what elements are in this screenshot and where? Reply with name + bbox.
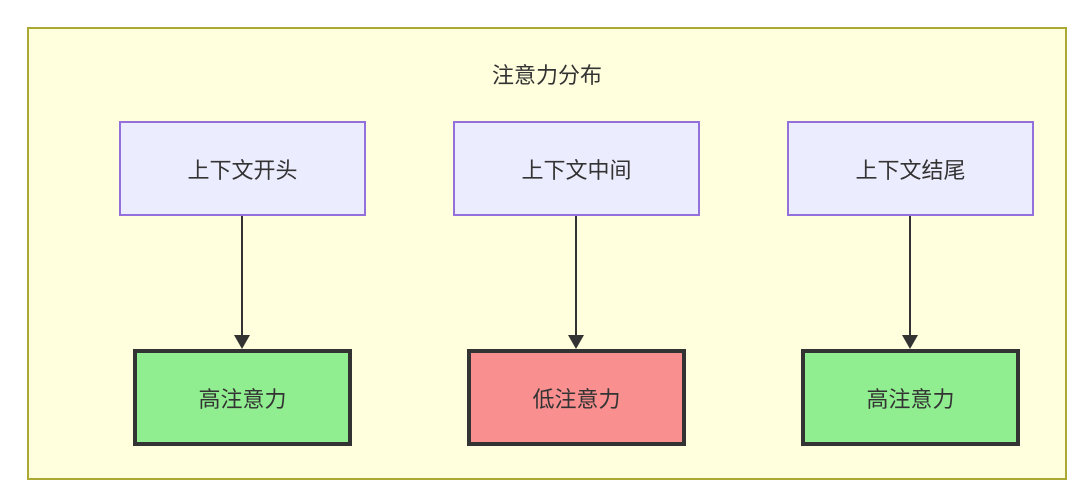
node-label: 上下文结尾 — [855, 157, 966, 183]
arrow-line — [241, 216, 243, 336]
node-label: 高注意力 — [198, 386, 287, 412]
arrow-head-icon — [568, 335, 584, 349]
node-label: 高注意力 — [866, 386, 955, 412]
diagram-title: 注意力分布 — [491, 63, 602, 88]
node-label: 低注意力 — [532, 386, 621, 412]
node-label: 上下文开头 — [187, 157, 298, 183]
attention-distribution-container: 注意力分布 上下文开头 高注意力 上下文中间 低注意力 上下文结尾 高注意力 — [27, 27, 1067, 480]
node-high-attention-left: 高注意力 — [133, 349, 352, 446]
arrow-line — [575, 216, 577, 336]
node-context-beginning: 上下文开头 — [119, 121, 366, 216]
node-context-end: 上下文结尾 — [787, 121, 1034, 216]
node-label: 上下文中间 — [521, 157, 632, 183]
node-context-middle: 上下文中间 — [453, 121, 700, 216]
arrow-head-icon — [902, 335, 918, 349]
arrow-head-icon — [234, 335, 250, 349]
arrow-line — [909, 216, 911, 336]
node-low-attention-middle: 低注意力 — [467, 349, 686, 446]
node-high-attention-right: 高注意力 — [801, 349, 1020, 446]
